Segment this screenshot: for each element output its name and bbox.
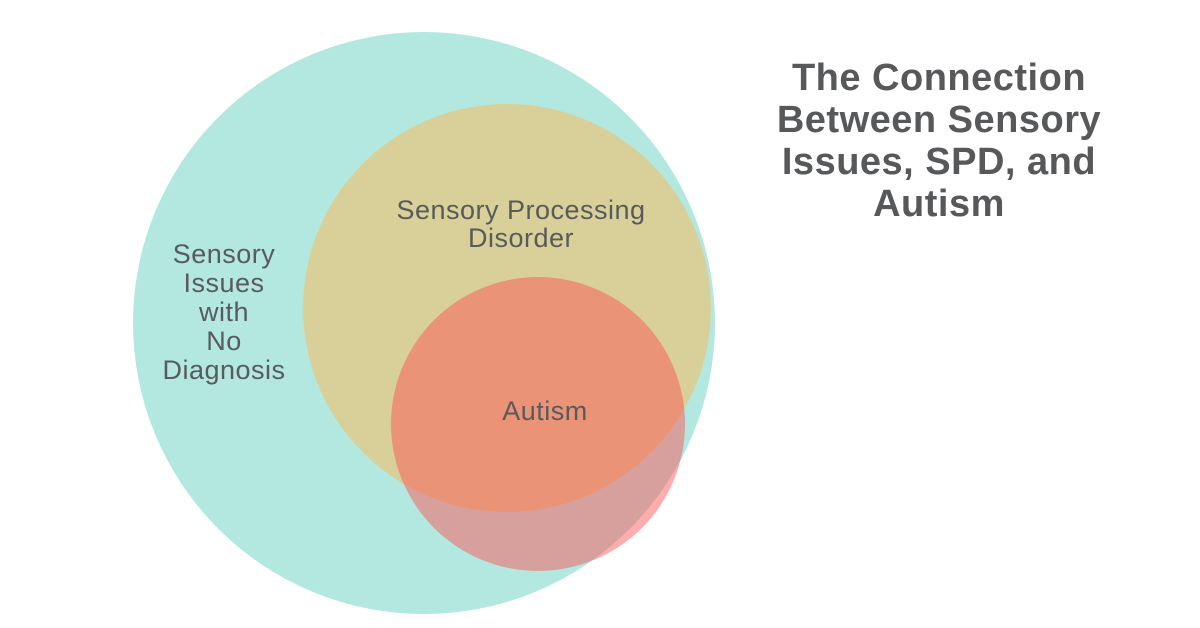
label-line: Issues [183,268,265,298]
title-line: Between Sensory [776,99,1102,141]
label-line: Sensory [172,239,276,269]
label-line: Sensory Processing [396,195,646,225]
label-sensory-issues-no-diagnosis: Sensory Issues with No Diagnosis [124,240,324,385]
label-autism: Autism [445,397,645,426]
label-line: with [198,297,249,327]
label-line: Autism [502,396,588,426]
label-line: No [206,326,242,356]
circle-sensory-processing-disorder [303,104,711,512]
title-line: The Connection [791,57,1087,99]
page-title: The Connection Between Sensory Issues, S… [738,57,1140,225]
circle-autism [391,277,685,571]
title-line: Autism [873,183,1005,225]
label-line: Diagnosis [162,355,286,385]
label-sensory-processing-disorder: Sensory Processing Disorder [361,196,681,252]
label-line: Disorder [467,223,575,253]
title-line: Issues, SPD, and [781,141,1097,183]
